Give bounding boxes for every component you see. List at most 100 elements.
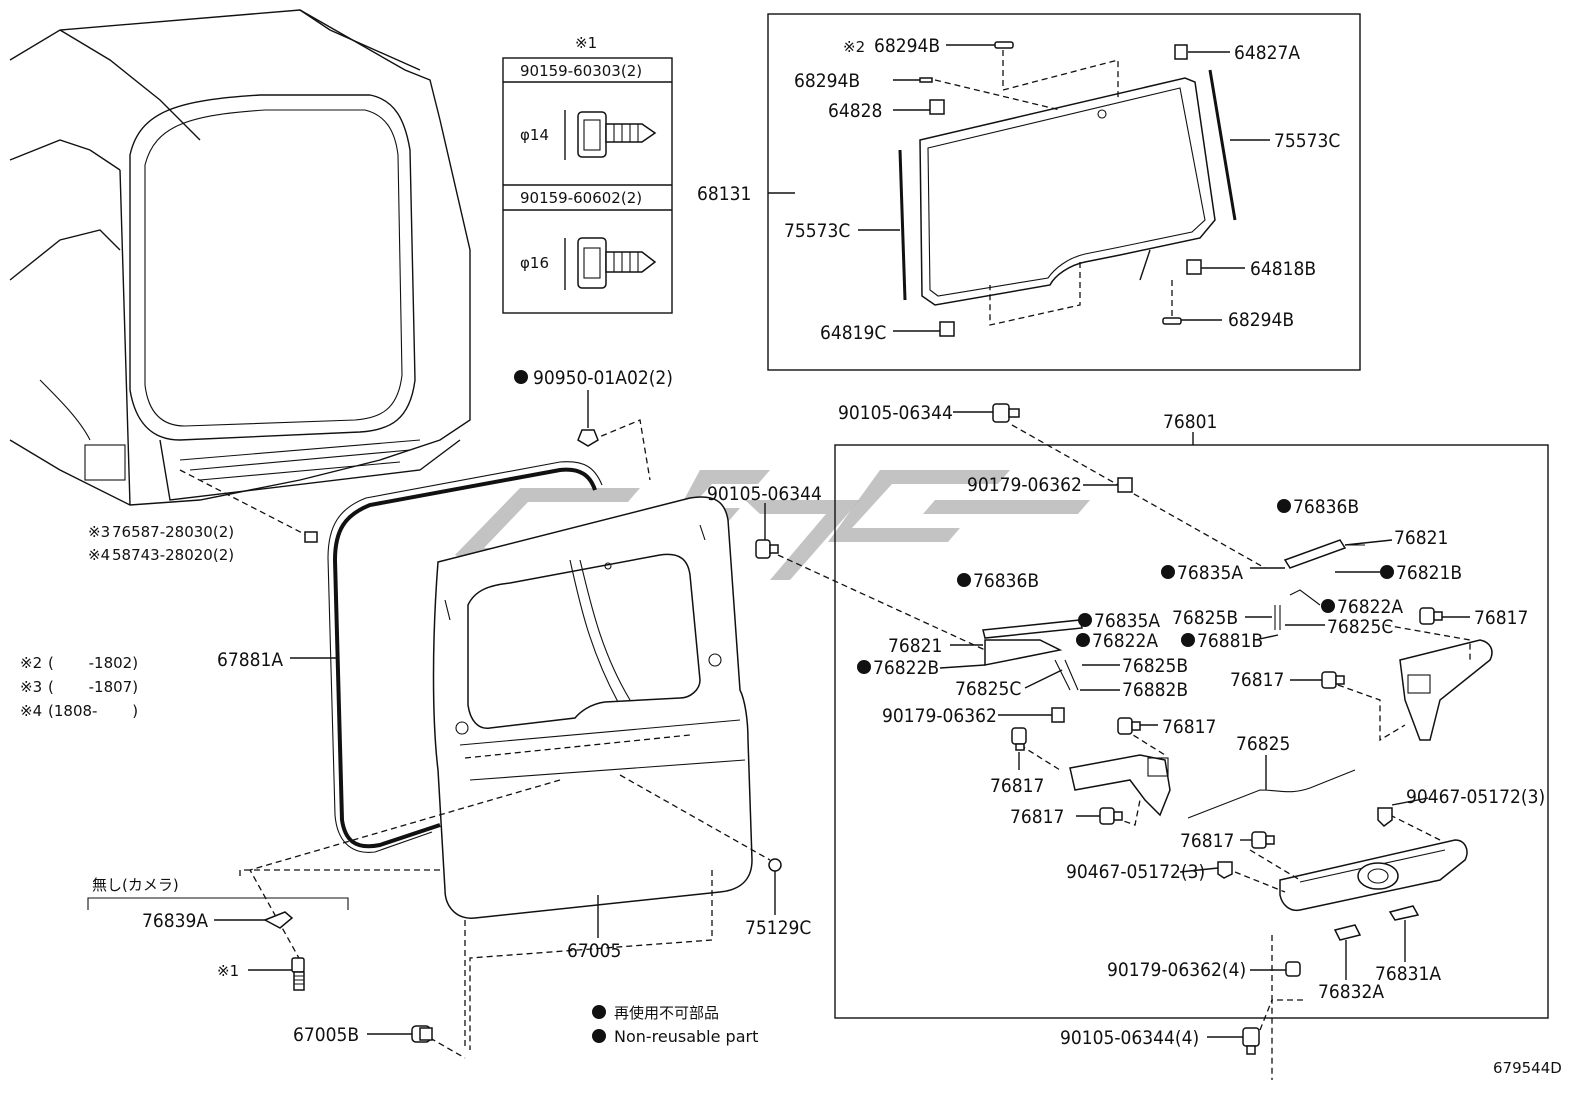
non-reusable-marker — [1161, 565, 1175, 579]
legend-non-reusable-en: Non-reusable part — [614, 1027, 758, 1046]
callout-76822a: 76822A — [1092, 630, 1158, 652]
screw-icon — [291, 957, 305, 991]
callout-68131: 68131 — [697, 183, 751, 205]
callout-76821: 76821 — [1394, 527, 1448, 549]
callout-76836b: 76836B — [973, 570, 1039, 592]
production-notes: ※2 ( -1802) ※3 ( -1807) ※4 (1808- ) — [20, 654, 138, 720]
fastener-row-1-diameter: φ14 — [520, 126, 549, 144]
callout-76821b: 76821B — [1396, 562, 1462, 584]
note-3-mark: ※3 — [20, 678, 42, 696]
non-reusable-marker — [1380, 565, 1394, 579]
bolt-icon — [755, 539, 779, 559]
callout-76825b: 76825B — [1122, 655, 1188, 677]
callout-76817: 76817 — [1474, 607, 1528, 629]
callout-76817: 76817 — [1010, 806, 1064, 828]
garnish-group — [834, 403, 1549, 1080]
note-mark-2: ※2 — [843, 38, 865, 56]
callout-67005: 67005 — [567, 940, 621, 962]
callout-mark-1: ※1 — [217, 962, 239, 980]
callout-68294b: 68294B — [874, 35, 940, 57]
callout-76825c: 76825C — [955, 678, 1021, 700]
diagram-id: 679544D — [1493, 1059, 1562, 1077]
note-3-range: ( -1807) — [48, 678, 138, 696]
callout-64818b: 64818B — [1250, 258, 1316, 280]
callout-76825c: 76825C — [1327, 616, 1393, 638]
callout-75573c: 75573C — [784, 220, 850, 242]
callout-90467-05172: 90467-05172(3) — [1406, 786, 1545, 808]
callout-76825: 76825 — [1236, 733, 1290, 755]
callout-76817: 76817 — [990, 775, 1044, 797]
note-2-range: ( -1802) — [48, 654, 138, 672]
clip-icon — [1251, 831, 1275, 849]
callout-64819c: 64819C — [820, 322, 886, 344]
callout-68294b: 68294B — [1228, 309, 1294, 331]
bolt-icon — [1242, 1027, 1260, 1055]
callout-90105-06344: 90105-06344(4) — [1060, 1027, 1199, 1049]
screw-icon — [564, 110, 657, 160]
callout-76817: 76817 — [1162, 716, 1216, 738]
non-reusable-marker — [857, 660, 871, 674]
screw-icon — [564, 237, 657, 290]
back-door-group — [87, 390, 986, 1059]
callout-76831a: 76831A — [1375, 963, 1441, 985]
legend-marker — [592, 1029, 606, 1043]
non-reusable-marker — [1078, 613, 1092, 627]
legend-marker — [592, 1005, 606, 1019]
callout-75129c: 75129C — [745, 917, 811, 939]
bolt-icon — [992, 403, 1020, 423]
callout-76832a: 76832A — [1318, 981, 1384, 1003]
callout-76835a: 76835A — [1094, 610, 1160, 632]
legend-non-reusable-jp: 再使用不可部品 — [614, 1004, 719, 1022]
non-reusable-marker — [1181, 633, 1195, 647]
note-mark-3: ※3 — [88, 523, 110, 541]
clip-icon — [1011, 727, 1027, 751]
note-2-mark: ※2 — [20, 654, 42, 672]
callout-76825b: 76825B — [1172, 607, 1238, 629]
fastener-row-1-part: 90159-60303(2) — [520, 62, 642, 80]
callout-75573c: 75573C — [1274, 130, 1340, 152]
fastener-row-2-diameter: φ16 — [520, 254, 549, 272]
note-4-mark: ※4 — [20, 702, 42, 720]
callout-76587-28030: 76587-28030(2) — [112, 523, 234, 541]
callout-58743-28020: 58743-28020(2) — [112, 546, 234, 564]
callout-76839a: 76839A — [142, 910, 208, 932]
callout-76801: 76801 — [1163, 411, 1217, 433]
callout-64827a: 64827A — [1234, 42, 1300, 64]
callout-64828: 64828 — [828, 100, 882, 122]
fastener-table: ※1 90159-60303(2) 90159-60602(2) φ14 φ16 — [502, 34, 673, 314]
callout-90105-06344: 90105-06344 — [838, 402, 953, 424]
camera-note: 無し(カメラ) — [92, 876, 179, 894]
clip-icon — [1117, 717, 1141, 735]
callout-76822a: 76822A — [1337, 596, 1403, 618]
callout-90105-06344: 90105-06344 — [707, 483, 822, 505]
non-reusable-marker — [1321, 599, 1335, 613]
callout-76836b: 76836B — [1293, 496, 1359, 518]
fastener-row-2-part: 90159-60602(2) — [520, 189, 642, 207]
callout-76881b: 76881B — [1197, 630, 1263, 652]
legend: 再使用不可部品 Non-reusable part — [592, 1004, 758, 1046]
callout-68294b: 68294B — [794, 70, 860, 92]
callout-76882b: 76882B — [1122, 679, 1188, 701]
non-reusable-marker — [957, 573, 971, 587]
callout-90950-01a02: 90950-01A02(2) — [533, 367, 673, 389]
callout-76821: 76821 — [888, 635, 942, 657]
non-reusable-marker — [1076, 633, 1090, 647]
back-glass-group — [767, 13, 1361, 371]
non-reusable-marker — [1277, 499, 1291, 513]
note-mark-4: ※4 — [88, 546, 110, 564]
callout-76835a: 76835A — [1177, 562, 1243, 584]
callout-90179-06362: 90179-06362(4) — [1107, 959, 1246, 981]
callout-90179-06362: 90179-06362 — [967, 474, 1082, 496]
clip-icon — [1419, 607, 1443, 625]
callout-67881a: 67881A — [217, 649, 283, 671]
note-4-range: (1808- ) — [48, 702, 138, 720]
callout-90179-06362: 90179-06362 — [882, 705, 997, 727]
callout-76817: 76817 — [1230, 669, 1284, 691]
vehicle-body-rear — [9, 9, 471, 543]
callout-76822b: 76822B — [873, 657, 939, 679]
callout-67005b: 67005B — [293, 1024, 359, 1046]
stopper-icon — [411, 1025, 433, 1043]
callout-76817: 76817 — [1180, 830, 1234, 852]
